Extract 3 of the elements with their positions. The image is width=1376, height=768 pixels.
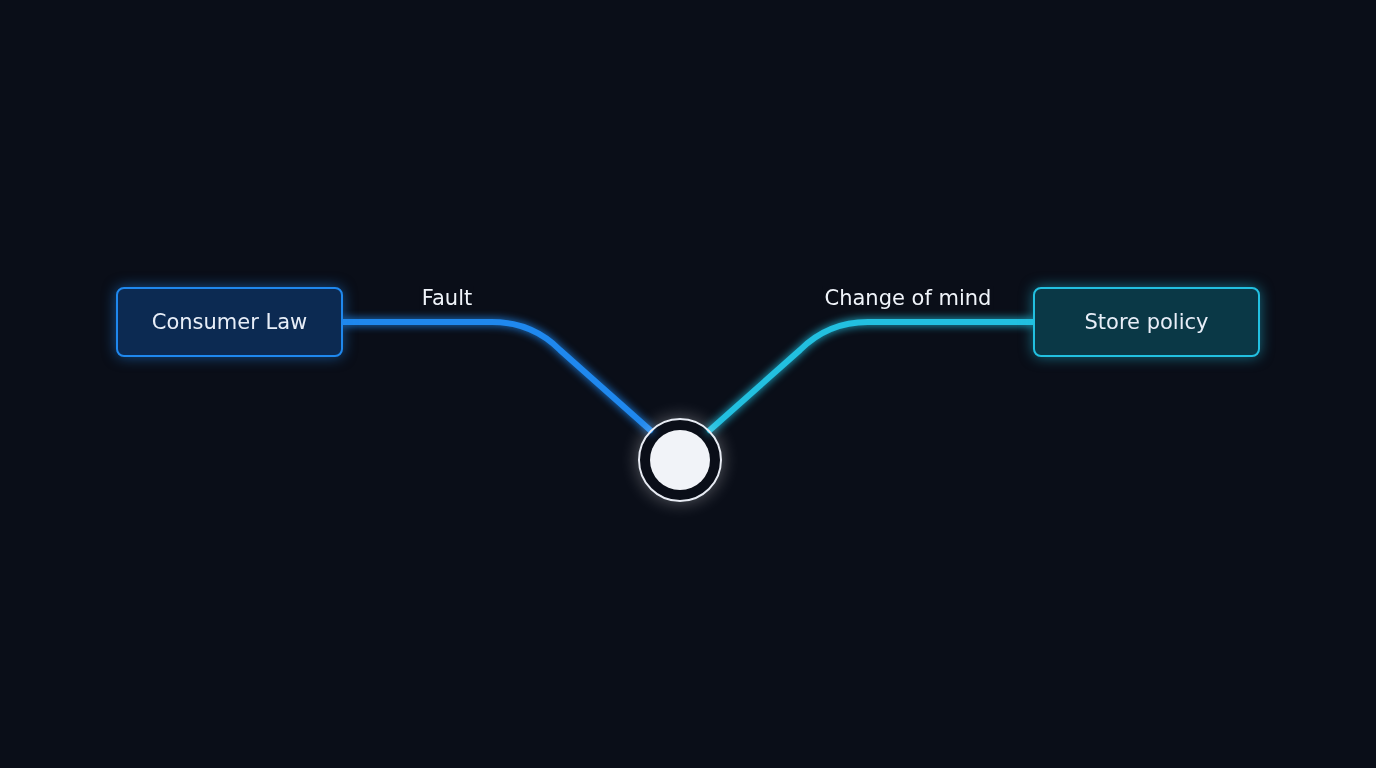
box-label: Consumer Law — [151, 310, 308, 334]
box-label: Store policy — [1084, 310, 1209, 334]
hub-circle — [638, 418, 722, 502]
